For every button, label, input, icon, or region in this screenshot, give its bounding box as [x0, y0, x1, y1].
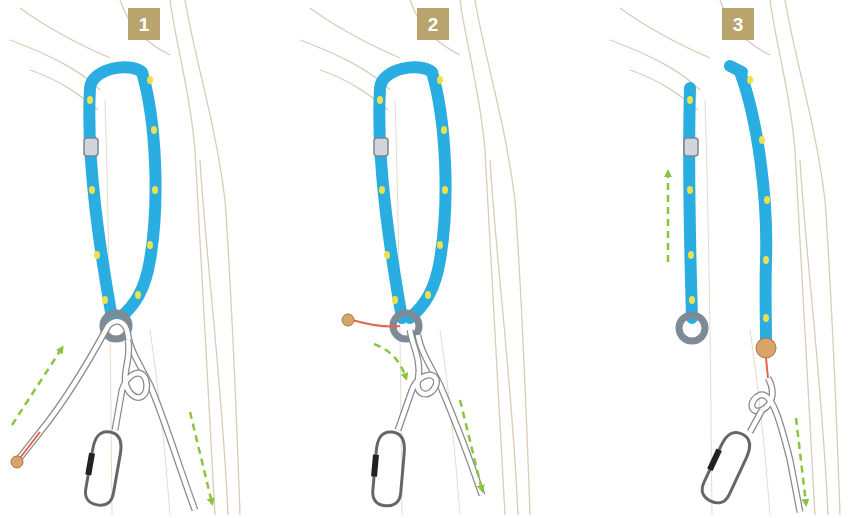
callout-number: 3 [733, 15, 744, 34]
callout-box: 3 [722, 8, 754, 40]
callout-number: 2 [428, 15, 439, 34]
callout-box: 1 [128, 8, 160, 40]
callout-number: 1 [139, 15, 150, 34]
callout-box: 2 [417, 8, 449, 40]
